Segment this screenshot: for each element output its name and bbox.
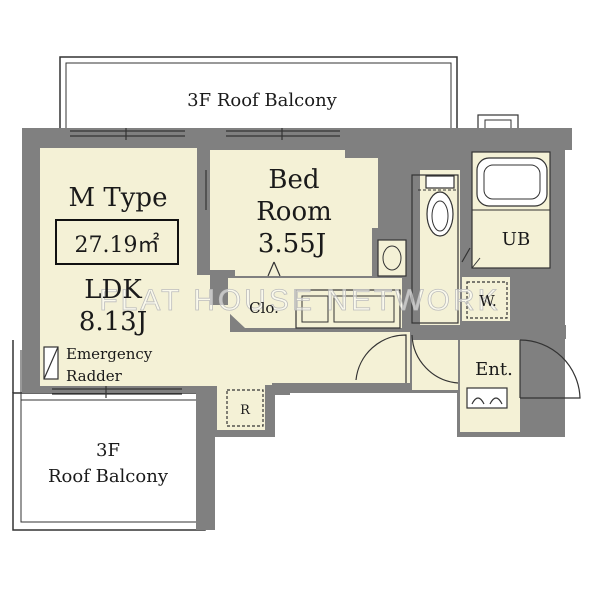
bedroom-floor (210, 150, 378, 276)
top-balcony-label: 3F Roof Balcony (187, 90, 338, 111)
emergency-label-line1: Emergency (66, 345, 153, 363)
bedroom-label-line1: Bed (268, 165, 319, 195)
kitchen-area (292, 278, 402, 328)
emergency-label-line2: Radder (66, 367, 123, 385)
top-balcony-outline (59, 56, 458, 133)
refrigerator-label: R (240, 403, 251, 418)
ldk-label: LDK (84, 275, 142, 305)
ldk-size-label: 8.13J (79, 307, 147, 337)
bedroom-size-label: 3.55J (258, 229, 326, 259)
left-balcony-label-line1: 3F (96, 440, 120, 461)
bathtub (476, 157, 548, 207)
toilet-tank (425, 175, 455, 189)
wash-basin (377, 239, 407, 277)
shoe-box (466, 387, 508, 409)
refrigerator-spot (226, 389, 264, 427)
bedroom-label-line2: Room (256, 197, 332, 227)
toilet-bowl (426, 191, 454, 237)
closet-floor (228, 278, 292, 328)
left-balcony-label-line2: Roof Balcony (48, 466, 169, 487)
unit-bath-label: UB (502, 229, 530, 250)
kitchen-counter (295, 289, 401, 329)
entrance-door-swing (519, 339, 581, 399)
unit-area-label: 27.19㎡ (75, 232, 160, 258)
unit-area-box (55, 219, 179, 265)
washer-label: W. (479, 292, 497, 310)
ldk-floor (40, 148, 410, 430)
entrance-floor (460, 340, 520, 432)
washer-area (462, 277, 510, 321)
left-balcony-outline (12, 392, 206, 531)
unit-type-label: M Type (69, 183, 168, 213)
watermark: FLAT HOUSE NETWORK (99, 284, 500, 317)
entrance-label: Ent. (475, 359, 513, 380)
closet-label: Clo. (249, 299, 279, 317)
